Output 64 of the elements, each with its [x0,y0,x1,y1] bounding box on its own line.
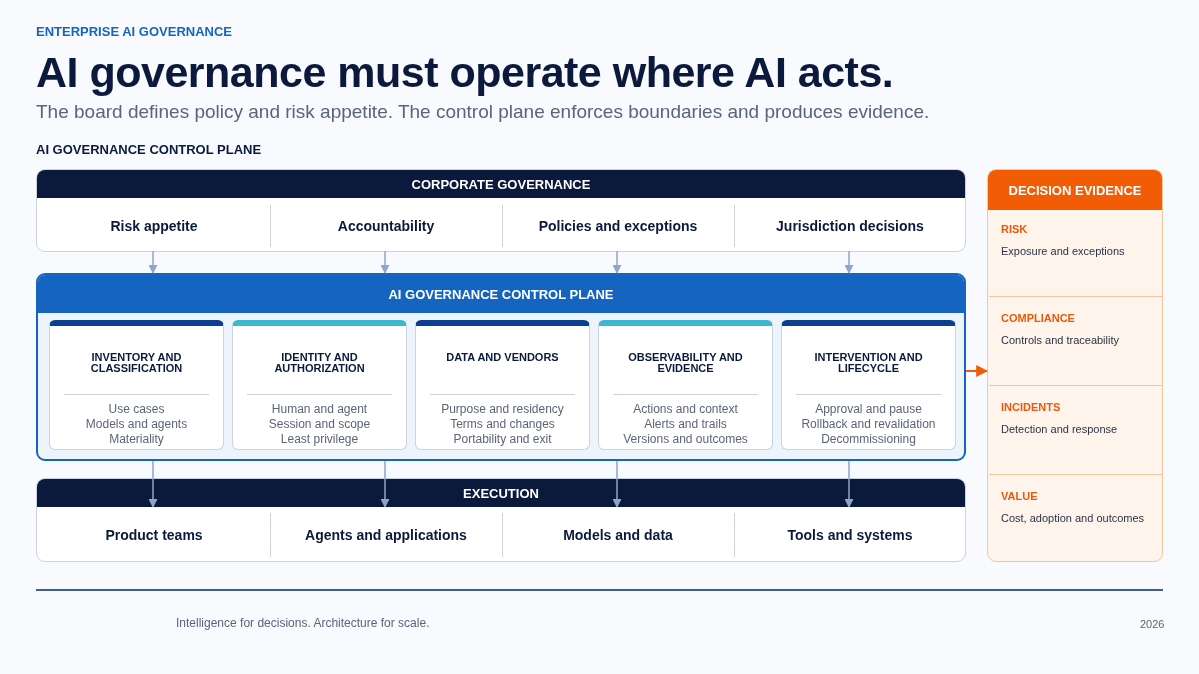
list-item: Models and agents [84,417,189,431]
capability-card [49,320,224,450]
capability-card [781,320,956,450]
list-item: Session and scope [267,417,372,431]
layer-panel [36,478,966,562]
arrow [612,250,622,274]
list-item: Actions and context [632,402,739,416]
panel-header: CORPORATE GOVERNANCE [37,170,965,198]
kicker-text: ENTERPRISE AI GOVERNANCE [36,24,232,39]
layer-item: Models and data [563,527,673,543]
card-heading: OBSERVABILITY AND EVIDENCE [627,352,744,374]
capability-card [598,320,773,450]
list-item: Decommissioning [820,432,917,446]
layer-item: Risk appetite [110,218,198,234]
section-text: Exposure and exceptions [1001,245,1125,257]
layer-item: Agents and applications [305,527,467,543]
evidence-panel [987,169,1163,562]
list-item: Approval and pause [814,402,923,416]
page-title: AI governance must operate where AI acts. [36,48,894,97]
tagline: Intelligence for decisions. Architecture for scale. [176,616,430,630]
list-item: Terms and changes [449,417,556,431]
card-heading: IDENTITY AND AUTHORIZATION [273,352,366,374]
arrow [380,250,390,274]
list-item: Materiality [108,432,165,446]
arrow [844,250,854,274]
list-item: Rollback and revalidation [800,417,937,431]
capability-card [232,320,407,450]
layer-item: Tools and systems [787,527,913,543]
arrow [148,460,158,508]
list-item: Purpose and residency [440,402,565,416]
layer-item: Jurisdiction decisions [776,218,924,234]
card-heading: INTERVENTION AND LIFECYCLE [813,352,924,374]
layer-panel [36,169,966,252]
list-item: Portability and exit [452,432,553,446]
card-heading: INVENTORY AND CLASSIFICATION [89,352,184,374]
list-item: Use cases [107,402,166,416]
arrow [148,250,158,274]
layer-item: Product teams [105,527,203,543]
panel-header: AI GOVERNANCE CONTROL PLANE [38,275,964,313]
section-label: AI GOVERNANCE CONTROL PLANE [36,142,262,157]
capability-card [415,320,590,450]
panel-header: DECISION EVIDENCE [988,170,1162,210]
list-item: Versions and outcomes [622,432,749,446]
arrow [612,460,622,508]
arrow [965,365,989,377]
section-text: Controls and traceability [1001,334,1119,346]
layer-item: Accountability [337,218,435,234]
list-item: Human and agent [270,402,369,416]
section-text: Cost, adoption and outcomes [1001,512,1145,524]
year-text: 2026 [1140,618,1165,630]
list-item: Alerts and trails [643,417,728,431]
arrow [844,460,854,508]
layer-item: Policies and exceptions [538,218,698,234]
subtitle: The board defines policy and risk appetite. The control plane enforces boundaries and produces evidence. [36,101,930,123]
card-heading: DATA AND VENDORS [445,352,560,363]
section-heading: COMPLIANCE [1001,312,1075,324]
section-heading: RISK [1001,223,1028,235]
section-heading: VALUE [1001,490,1038,502]
list-item: Least privilege [279,432,360,446]
panel-header: EXECUTION [37,479,965,507]
section-text: Detection and response [1001,423,1118,435]
section-heading: INCIDENTS [1001,401,1061,413]
arrow [380,460,390,508]
layer-panel [36,273,966,461]
